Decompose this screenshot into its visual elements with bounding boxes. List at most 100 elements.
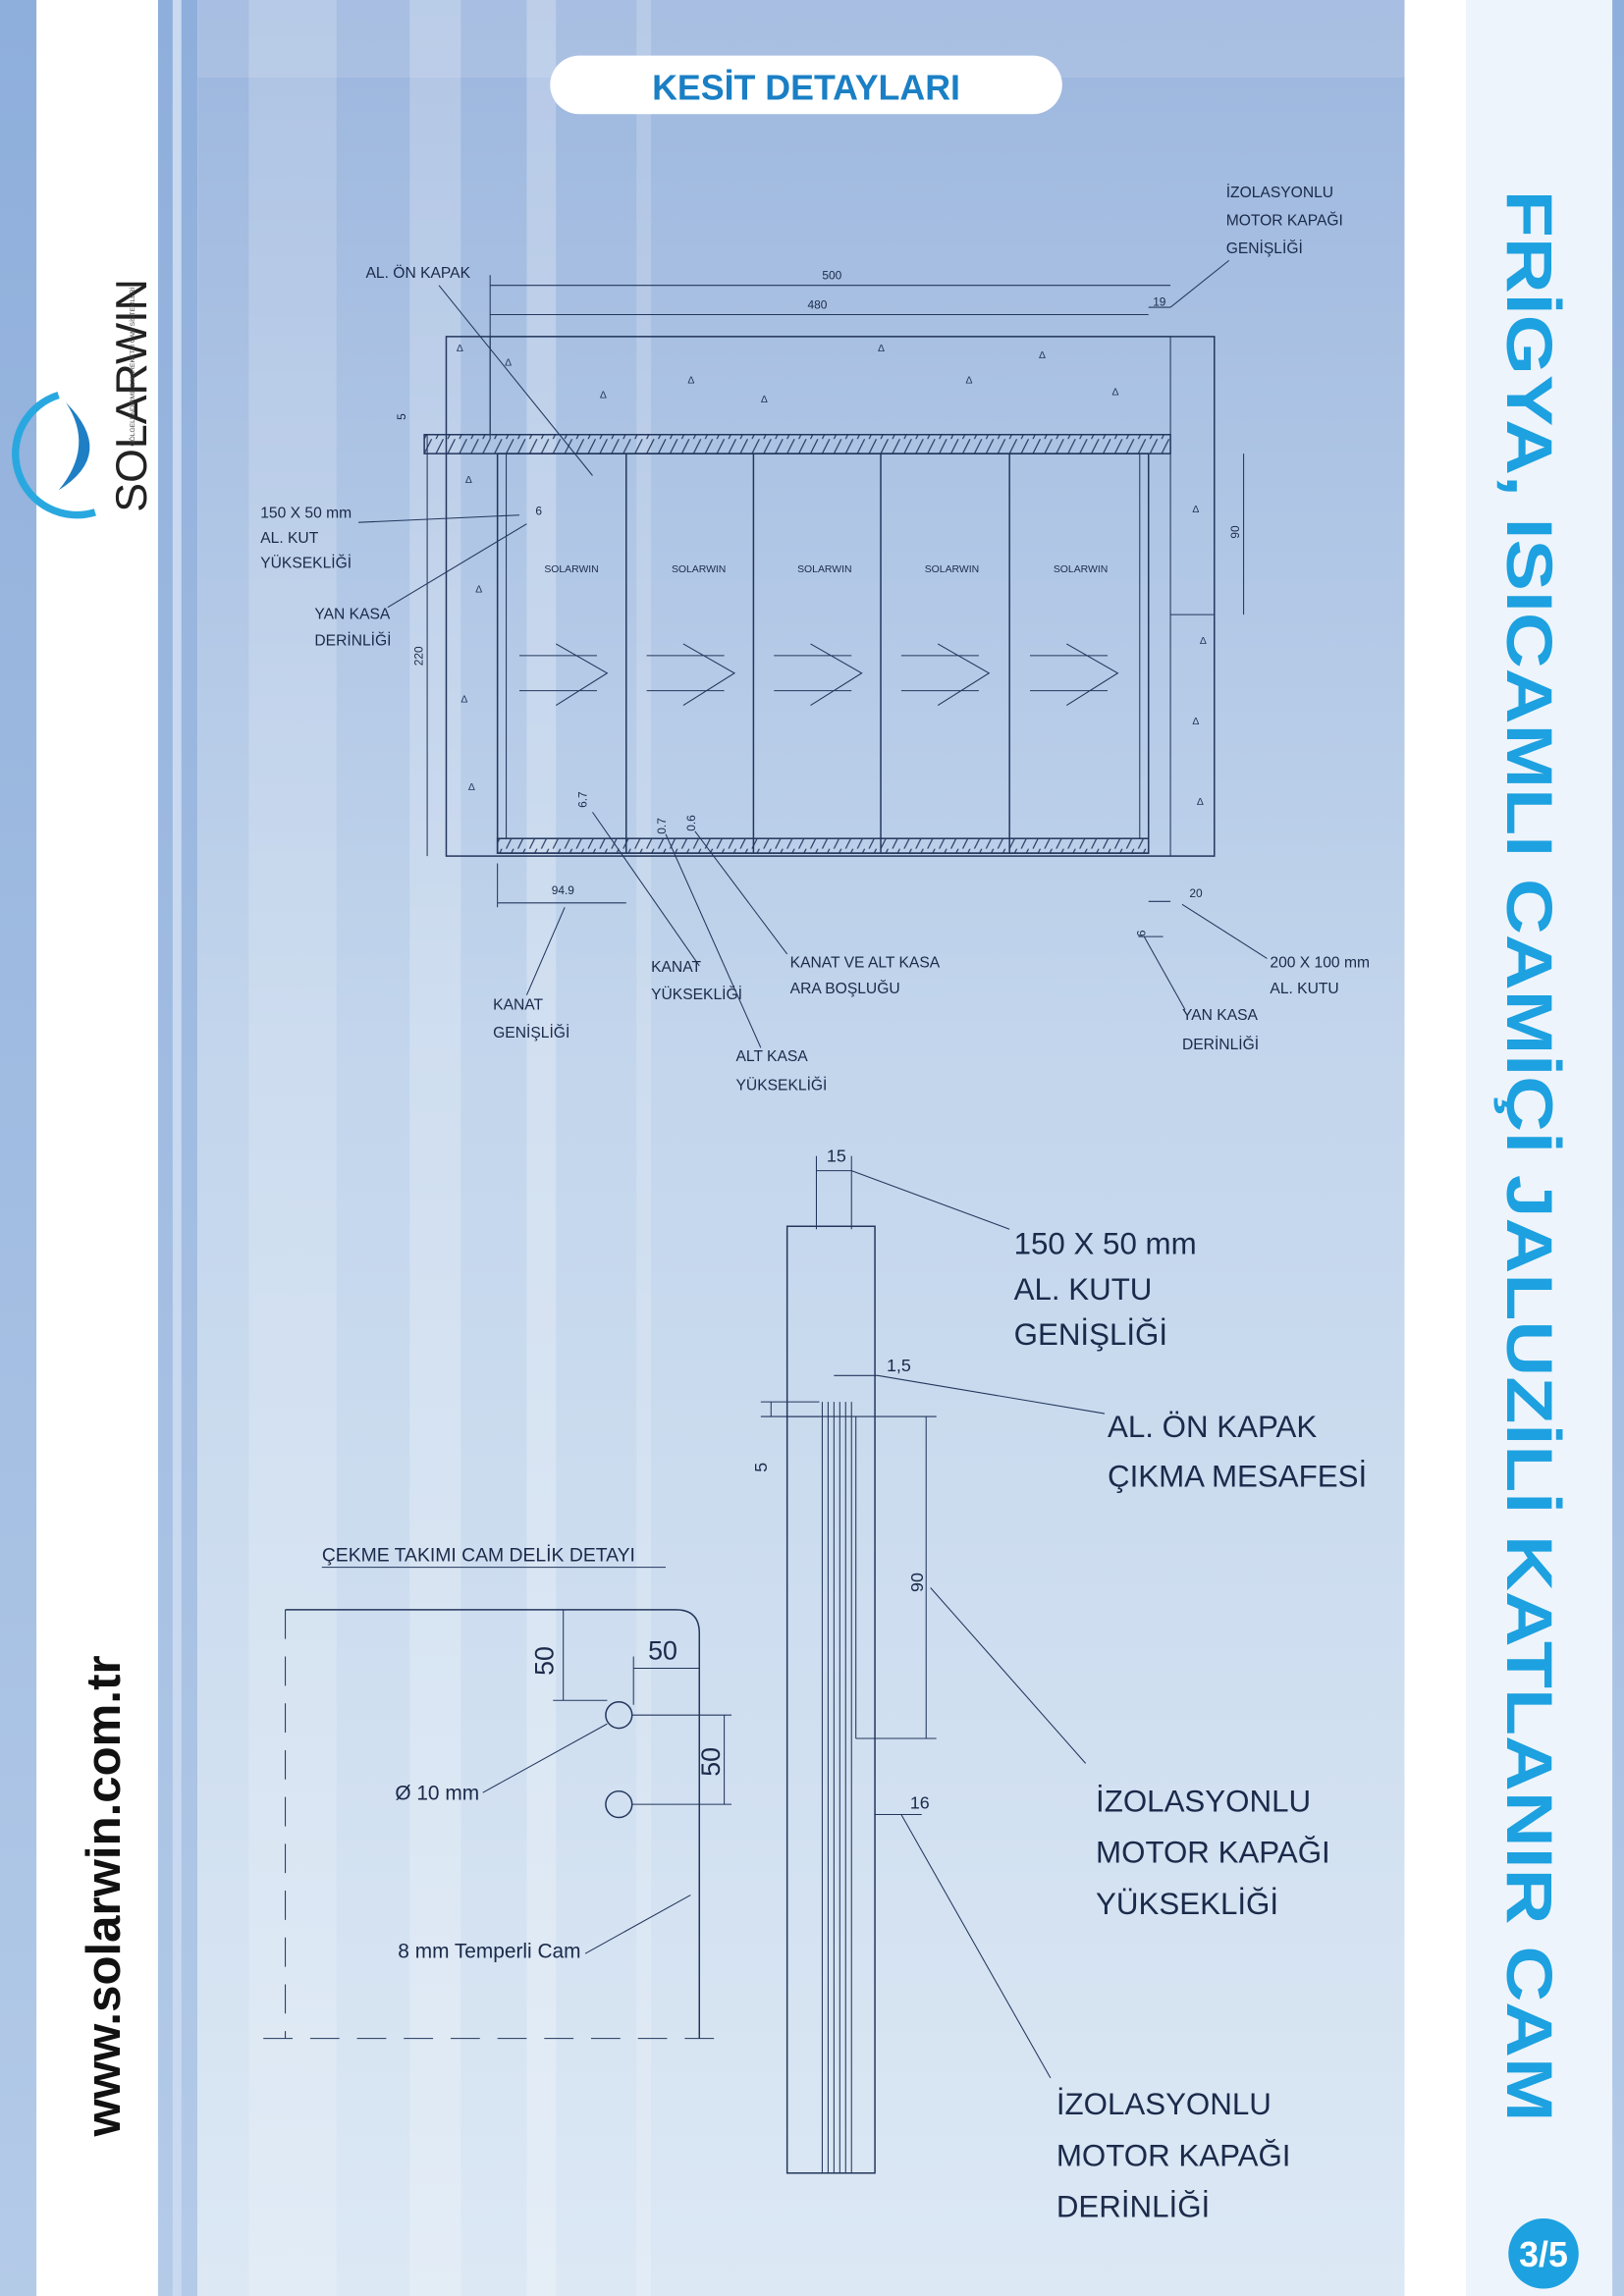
logo-wave <box>58 401 90 491</box>
label-line: AL. KUTU <box>1014 1272 1153 1307</box>
section-dimension-values: 15 1,5 5 90 16 <box>751 1147 930 1813</box>
dim-h2: 0.7 <box>655 818 669 834</box>
dim-side: 6 <box>535 505 542 518</box>
label-line: DERİNLİĞİ <box>314 630 391 649</box>
dim-hole-top: 50 <box>529 1646 559 1676</box>
svg-text:Δ: Δ <box>1192 505 1199 515</box>
dim-motor: 90 <box>1228 525 1242 539</box>
svg-text:Δ: Δ <box>475 585 482 596</box>
svg-text:Δ: Δ <box>687 376 694 387</box>
label-line: YÜKSEKLİĞİ <box>1096 1887 1278 1921</box>
glass-edge <box>285 1609 701 2039</box>
right-edge-band <box>1612 0 1624 2296</box>
section-dimension-lines <box>760 1155 1106 2079</box>
dim-side-right: 6 <box>1135 930 1149 936</box>
right-title-band <box>1466 0 1613 2296</box>
svg-text:Δ: Δ <box>457 344 463 354</box>
website-url[interactable]: www.solarwin.com.tr <box>77 1655 131 2137</box>
svg-text:Δ: Δ <box>1200 636 1207 647</box>
label-line: MOTOR KAPAĞI <box>1096 1836 1330 1870</box>
label-line: GENİŞLİĞİ <box>1014 1317 1167 1352</box>
box-profile <box>785 1225 876 2174</box>
label-line: AL. KUT <box>260 530 318 547</box>
stripe <box>526 0 557 2296</box>
label-line: DERİNLİĞİ <box>1182 1035 1259 1053</box>
plan-labels: AL. ÖN KAPAK İZOLASYONLU MOTOR KAPAĞI GE… <box>260 183 1370 1094</box>
hole-dimension-lines <box>482 1609 732 1954</box>
svg-text:Δ: Δ <box>878 344 885 354</box>
label-front-cover: AL. ÖN KAPAK <box>366 264 471 282</box>
svg-text:Δ: Δ <box>761 395 768 405</box>
label-line: ÇIKMA MESAFESİ <box>1108 1460 1367 1494</box>
panel-logo: SOLARWIN <box>797 564 851 575</box>
fold-direction-arrows <box>518 643 1119 706</box>
dim-h1: 6.7 <box>576 791 590 808</box>
dim-hole-spacing: 50 <box>696 1747 726 1777</box>
page-number: 3/5 <box>1519 2235 1568 2274</box>
hole-detail-drawing: ÇEKME TAKIMI CAM DELİK DETAYI 50 50 50 Ø… <box>263 1544 732 2040</box>
logo-arc <box>12 391 96 519</box>
label-line: KANAT <box>651 959 701 976</box>
hole-diameter-label: Ø 10 mm <box>395 1783 479 1805</box>
label-line: İZOLASYONLU <box>1226 183 1333 201</box>
label-line: 150 X 50 mm <box>260 506 352 522</box>
svg-text:Δ: Δ <box>1039 350 1046 361</box>
stripe <box>409 0 461 2296</box>
label-line: KANAT VE ALT KASA <box>790 954 941 971</box>
svg-text:Δ: Δ <box>965 376 972 387</box>
label-line: YÜKSEKLİĞİ <box>651 985 742 1003</box>
top-beam <box>423 434 1171 454</box>
label-line: 150 X 50 mm <box>1014 1227 1197 1261</box>
dim-hole-side: 50 <box>648 1636 677 1666</box>
svg-text:Δ: Δ <box>1197 797 1204 808</box>
dim-top: 5 <box>395 413 408 420</box>
stripe <box>248 0 337 2296</box>
hole-dimension-values: 50 50 50 <box>529 1636 726 1777</box>
page-number-badge: 3/5 <box>1508 2217 1579 2289</box>
panel-logo: SOLARWIN <box>672 564 726 575</box>
panel-logos: SOLARWIN SOLARWIN SOLARWIN SOLARWIN SOLA… <box>544 564 1108 575</box>
label-line: YÜKSEKLİĞİ <box>736 1076 828 1095</box>
label-line: KANAT <box>493 997 543 1014</box>
section-title: KESİT DETAYLARI <box>652 68 960 107</box>
label-line: AL. ÖN KAPAK <box>1108 1410 1317 1444</box>
dim-motor-height: 90 <box>907 1573 927 1592</box>
logo-tagline: GÖLGELENDİRME & HAREKETLİ CAM SİSTEMLERİ <box>128 287 136 446</box>
dim-height: 220 <box>412 646 426 666</box>
dim-total: 500 <box>822 269 841 283</box>
section-view-drawing: 15 1,5 5 90 16 150 X 50 mm AL. KUTU GENİ… <box>751 1147 1367 2224</box>
section-labels: 150 X 50 mm AL. KUTU GENİŞLİĞİ AL. ÖN KA… <box>1014 1227 1368 2224</box>
label-line: DERİNLİĞİ <box>1056 2189 1210 2223</box>
label-line: YÜKSEKLİĞİ <box>260 553 352 571</box>
label-line: AL. KUTU <box>1270 981 1338 997</box>
label-line: İZOLASYONLU <box>1056 2087 1272 2121</box>
label-line: MOTOR KAPAĞI <box>1226 211 1343 230</box>
left-jamb <box>497 453 508 839</box>
plan-dimension-lines <box>358 259 1268 1048</box>
svg-text:Δ: Δ <box>460 695 467 706</box>
glass-type-label: 8 mm Temperli Cam <box>398 1941 580 1963</box>
label-line: 200 X 100 mm <box>1270 954 1370 971</box>
label-line: GENİŞLİĞİ <box>493 1023 569 1041</box>
right-white-band <box>1404 0 1467 2296</box>
label-line: MOTOR KAPAĞI <box>1056 2138 1291 2172</box>
solarwin-logo: SOLARWIN GÖLGELENDİRME & HAREKETLİ CAM S… <box>12 279 156 519</box>
main-area <box>197 0 1405 2296</box>
label-line: ALT KASA <box>736 1048 809 1065</box>
panel-logo: SOLARWIN <box>925 564 979 575</box>
product-title: FRİGYA, ISICAMLI CAMİÇİ JALUZİLİ KATLANI… <box>1493 190 1565 2122</box>
stripe <box>636 0 652 2296</box>
dim-offset: 1,5 <box>887 1356 911 1375</box>
label-line: YAN KASA <box>1182 1007 1259 1024</box>
plan-view-drawing: SOLARWIN SOLARWIN SOLARWIN SOLARWIN SOLA… <box>260 183 1370 1094</box>
dim-cover: 19 <box>1153 295 1166 309</box>
panel-logo: SOLARWIN <box>1054 564 1108 575</box>
label-line: İZOLASYONLU <box>1096 1785 1311 1819</box>
label-line: GENİŞLİĞİ <box>1226 239 1303 257</box>
plan-dimension-values: 500 480 19 220 5 90 6 6.7 0.7 0.6 94.9 2… <box>395 269 1242 936</box>
svg-text:Δ: Δ <box>465 475 472 486</box>
dim-inner: 480 <box>808 298 828 312</box>
panel-logo: SOLARWIN <box>544 564 598 575</box>
